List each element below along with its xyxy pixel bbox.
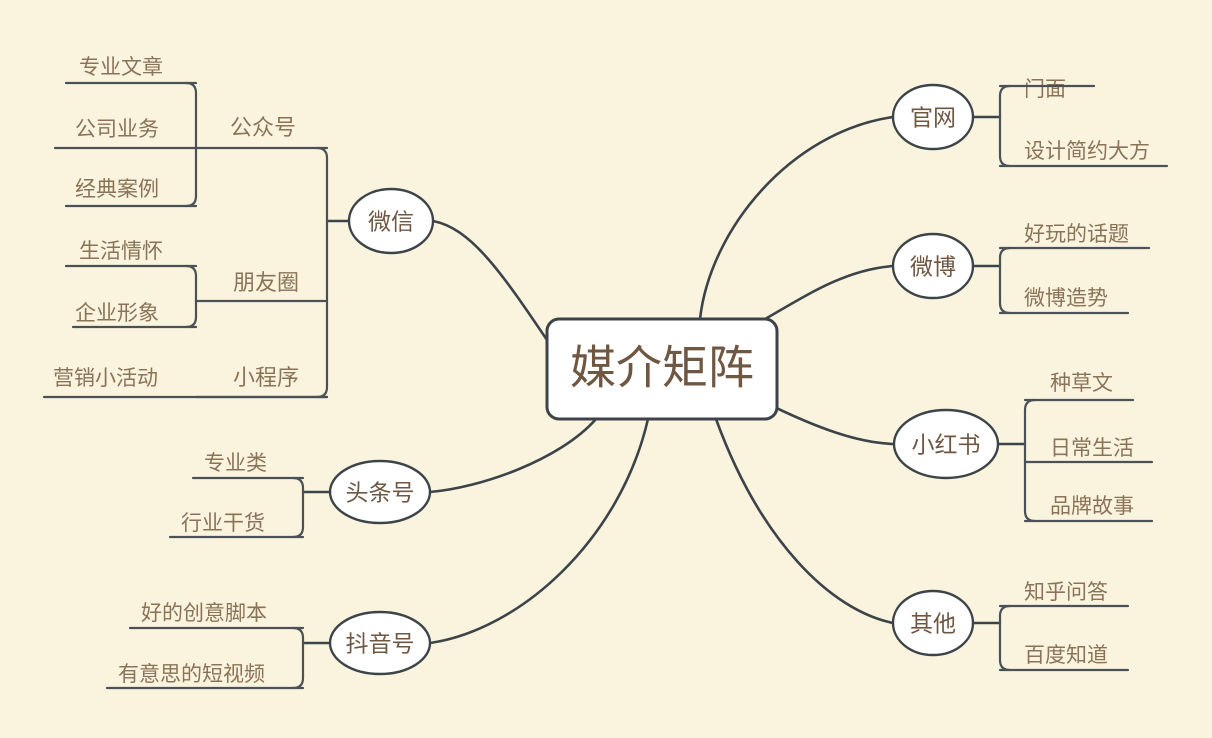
subchild-weixin-1-0[interactable]: 生活情怀 — [64, 239, 198, 268]
node-qita[interactable]: 其他 — [891, 589, 975, 657]
subchild-weixin-0-0[interactable]: 专业文章 — [64, 55, 198, 85]
child-toutiao-0[interactable]: 专业类 — [191, 451, 305, 480]
leaf-label-qita-1: 百度知道 — [1024, 643, 1108, 667]
leaf-label-weixin-0: 公众号 — [230, 116, 296, 141]
subchild-weixin-1-1[interactable]: 企业形象 — [71, 301, 198, 329]
subchild-weixin-2-0[interactable]: 营销小活动 — [42, 366, 329, 399]
node-label-weibo: 微博 — [910, 255, 956, 281]
subleaf-label-weixin-0-0: 专业文章 — [79, 55, 163, 79]
leaf-label-toutiao-0: 专业类 — [204, 451, 267, 475]
node-xiaohongshu[interactable]: 小红书 — [892, 408, 1000, 480]
node-label-toutiao: 头条号 — [346, 481, 415, 507]
root-node-box[interactable] — [545, 317, 779, 421]
leaf-label-toutiao-1: 行业干货 — [181, 511, 265, 535]
node-douyin[interactable]: 抖音号 — [328, 610, 432, 676]
child-guanwang-1[interactable]: 设计简约大方 — [998, 139, 1169, 168]
root-node-group[interactable]: 媒介矩阵 — [545, 317, 779, 421]
subleaf-label-weixin-0-2: 经典案例 — [75, 177, 159, 201]
leaf-label-douyin-1: 有意思的短视频 — [118, 662, 265, 686]
subleaf-label-weixin-1-1: 企业形象 — [75, 301, 159, 325]
child-qita-1[interactable]: 百度知道 — [998, 643, 1130, 672]
node-label-xiaohongshu: 小红书 — [912, 433, 981, 459]
subleaf-label-weixin-2-0: 营销小活动 — [53, 366, 158, 390]
subchild-weixin-0-1[interactable]: 公司业务 — [53, 117, 198, 150]
child-toutiao-1[interactable]: 行业干货 — [168, 511, 305, 539]
node-toutiao[interactable]: 头条号 — [328, 459, 432, 525]
node-label-guanwang: 官网 — [910, 106, 956, 132]
node-weibo[interactable]: 微博 — [891, 232, 975, 300]
subleaf-label-weixin-0-1: 公司业务 — [75, 117, 159, 141]
child-douyin-1[interactable]: 有意思的短视频 — [105, 662, 305, 690]
leaf-label-xiaohongshu-0: 种草文 — [1050, 371, 1113, 395]
connector-to-qita — [714, 417, 895, 625]
leaf-label-douyin-0: 好的创意脚本 — [141, 601, 267, 625]
node-weixin[interactable]: 微信 — [347, 187, 435, 255]
node-label-douyin: 抖音号 — [346, 632, 415, 658]
leaf-label-xiaohongshu-1: 日常生活 — [1050, 436, 1134, 460]
leaf-label-weixin-2: 小程序 — [233, 366, 299, 391]
node-label-weixin: 微信 — [368, 210, 414, 236]
child-douyin-0[interactable]: 好的创意脚本 — [128, 601, 305, 630]
leaf-label-qita-0: 知乎问答 — [1024, 580, 1108, 604]
leaf-label-guanwang-0: 门面 — [1024, 77, 1066, 101]
child-xiaohongshu-1[interactable]: 日常生活 — [1023, 436, 1154, 464]
root-node-label: 媒介矩阵 — [570, 341, 754, 395]
node-label-qita: 其他 — [910, 612, 956, 638]
subleaf-label-weixin-1-0: 生活情怀 — [79, 239, 163, 263]
leaf-label-guanwang-1: 设计简约大方 — [1024, 139, 1150, 163]
child-guanwang-0[interactable]: 门面 — [998, 77, 1096, 101]
child-qita-0[interactable]: 知乎问答 — [998, 580, 1130, 608]
child-xiaohongshu-2[interactable]: 品牌故事 — [1023, 494, 1154, 523]
child-weibo-0[interactable]: 好玩的话题 — [998, 222, 1151, 250]
connector-to-toutiao — [428, 417, 598, 494]
connector-to-guanwang — [698, 115, 895, 321]
leaf-label-weixin-1: 朋友圈 — [233, 271, 299, 296]
leaf-label-weibo-0: 好玩的话题 — [1024, 222, 1129, 246]
leaf-label-xiaohongshu-2: 品牌故事 — [1050, 494, 1134, 518]
subchild-weixin-0-2[interactable]: 经典案例 — [64, 177, 198, 208]
leaf-label-weibo-1: 微博造势 — [1024, 286, 1108, 310]
child-weibo-1[interactable]: 微博造势 — [998, 286, 1130, 315]
node-guanwang[interactable]: 官网 — [891, 83, 975, 151]
main-connectors — [428, 115, 896, 645]
connector-to-xiaohongshu — [758, 398, 896, 446]
connector-to-weixin — [431, 219, 549, 342]
connector-to-douyin — [428, 417, 650, 645]
child-xiaohongshu-0[interactable]: 种草文 — [1023, 371, 1135, 402]
child-weixin-2[interactable]: 小程序 营销小活动 — [42, 366, 329, 399]
